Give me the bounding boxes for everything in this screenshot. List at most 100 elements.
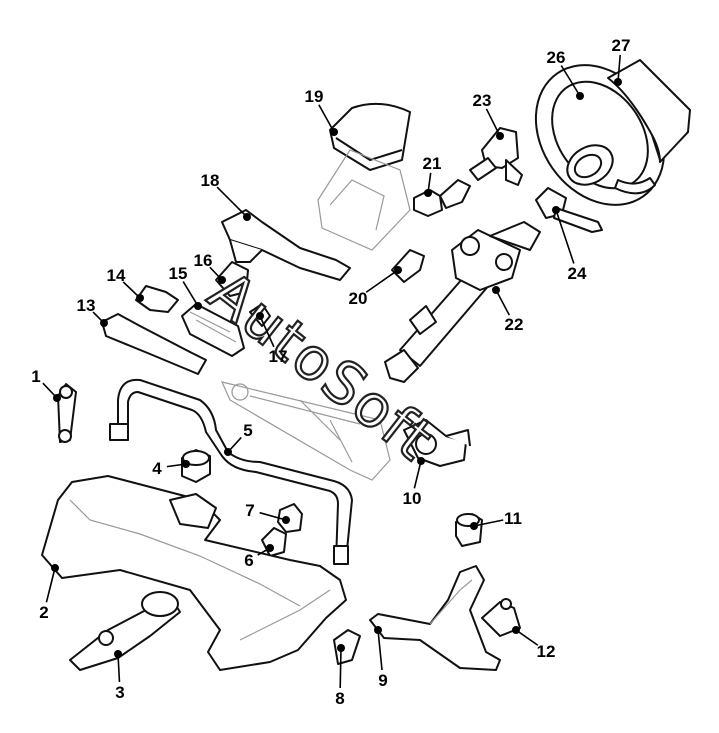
leader-line bbox=[259, 511, 287, 521]
column-shroud bbox=[317, 102, 411, 251]
leader-line bbox=[555, 209, 575, 264]
part-number-label: 27 bbox=[612, 36, 631, 55]
callout-14: 14 bbox=[107, 266, 144, 302]
combination-switch bbox=[469, 127, 523, 186]
leader-line bbox=[485, 108, 501, 137]
callout-18: 18 bbox=[201, 171, 251, 221]
callout-10: 10 bbox=[403, 457, 425, 508]
leader-line bbox=[495, 289, 511, 316]
tie-rod-assembly bbox=[101, 261, 271, 375]
callout-9: 9 bbox=[374, 626, 388, 690]
part-number-label: 15 bbox=[169, 264, 188, 283]
leader-dot bbox=[218, 276, 226, 284]
leader-line bbox=[617, 54, 621, 83]
leader-line bbox=[560, 65, 581, 97]
part-number-label: 1 bbox=[31, 367, 40, 386]
steering-column bbox=[384, 221, 541, 383]
callout-5: 5 bbox=[224, 421, 253, 456]
callout-22: 22 bbox=[492, 286, 523, 334]
leader-line bbox=[339, 647, 342, 689]
callout-27: 27 bbox=[612, 36, 631, 86]
ignition-switch bbox=[413, 179, 471, 217]
leader-dot bbox=[417, 457, 425, 465]
part-number-label: 3 bbox=[115, 683, 124, 702]
steering-rack-outline bbox=[220, 381, 391, 481]
leader-line bbox=[377, 629, 383, 671]
stabilizer-bushing bbox=[181, 449, 211, 483]
leader-dot bbox=[182, 460, 190, 468]
part-number-label: 10 bbox=[403, 489, 422, 508]
part-number-label: 8 bbox=[335, 689, 344, 708]
part-number-label: 22 bbox=[505, 315, 524, 334]
callout-19: 19 bbox=[305, 87, 338, 136]
leader-line bbox=[259, 315, 275, 348]
leader-dot bbox=[243, 213, 251, 221]
callout-1: 1 bbox=[31, 367, 61, 402]
leader-dot bbox=[552, 206, 560, 214]
leader-line bbox=[413, 460, 422, 489]
leader-line bbox=[318, 104, 335, 133]
leader-line bbox=[365, 269, 399, 293]
part-number-label: 19 bbox=[305, 87, 324, 106]
callout-4: 4 bbox=[152, 459, 190, 478]
part-number-label: 2 bbox=[39, 603, 48, 622]
callout-8: 8 bbox=[335, 644, 345, 708]
leader-dot bbox=[100, 319, 108, 327]
callout-21: 21 bbox=[423, 154, 442, 197]
leader-line bbox=[117, 653, 121, 683]
leader-dot bbox=[256, 312, 264, 320]
callout-11: 11 bbox=[470, 509, 522, 530]
leader-line bbox=[216, 186, 248, 218]
leader-dot bbox=[194, 302, 202, 310]
lock-bracket bbox=[391, 249, 425, 283]
leader-line bbox=[515, 629, 539, 646]
leader-dot bbox=[496, 132, 504, 140]
part-number-label: 11 bbox=[504, 509, 522, 528]
part-number-label: 16 bbox=[194, 251, 213, 270]
leader-dot bbox=[114, 650, 122, 658]
callout-16: 16 bbox=[194, 251, 226, 284]
callout-13: 13 bbox=[77, 296, 108, 327]
part-number-label: 12 bbox=[537, 642, 556, 661]
leader-dot bbox=[424, 189, 432, 197]
callout-17: 17 bbox=[256, 312, 287, 366]
part-number-label: 6 bbox=[244, 551, 253, 570]
part-number-label: 13 bbox=[77, 296, 96, 315]
callout-6: 6 bbox=[244, 544, 274, 570]
leader-dot bbox=[576, 92, 584, 100]
part-number-label: 7 bbox=[245, 501, 254, 520]
callout-20: 20 bbox=[349, 266, 402, 308]
part-number-label: 9 bbox=[378, 671, 387, 690]
callout-24: 24 bbox=[552, 206, 587, 283]
leader-dot bbox=[614, 78, 622, 86]
leader-dot bbox=[330, 128, 338, 136]
leader-line bbox=[182, 281, 199, 307]
leader-dot bbox=[470, 522, 478, 530]
leader-dot bbox=[136, 294, 144, 302]
leader-dot bbox=[53, 394, 61, 402]
steering-coupling bbox=[403, 419, 471, 467]
leader-dot bbox=[282, 516, 290, 524]
callout-7: 7 bbox=[245, 501, 290, 524]
callout-2: 2 bbox=[39, 564, 59, 622]
leader-dot bbox=[337, 644, 345, 652]
leader-dot bbox=[374, 626, 382, 634]
leader-dot bbox=[51, 564, 59, 572]
callout-12: 12 bbox=[512, 626, 555, 661]
stabilizer-bar bbox=[109, 378, 353, 565]
part-number-label: 14 bbox=[107, 266, 126, 285]
leader-dot bbox=[224, 448, 232, 456]
rear-subframe-mount bbox=[69, 591, 181, 671]
part-number-label: 23 bbox=[473, 91, 492, 110]
part-number-label: 21 bbox=[423, 154, 442, 173]
leader-dot bbox=[266, 544, 274, 552]
part-number-label: 20 bbox=[349, 289, 368, 308]
part-number-label: 26 bbox=[547, 48, 566, 67]
leader-dot bbox=[394, 266, 402, 274]
part-number-label: 17 bbox=[269, 347, 288, 366]
part-number-label: 4 bbox=[152, 459, 162, 478]
callout-3: 3 bbox=[114, 650, 125, 702]
leader-dot bbox=[492, 286, 500, 294]
